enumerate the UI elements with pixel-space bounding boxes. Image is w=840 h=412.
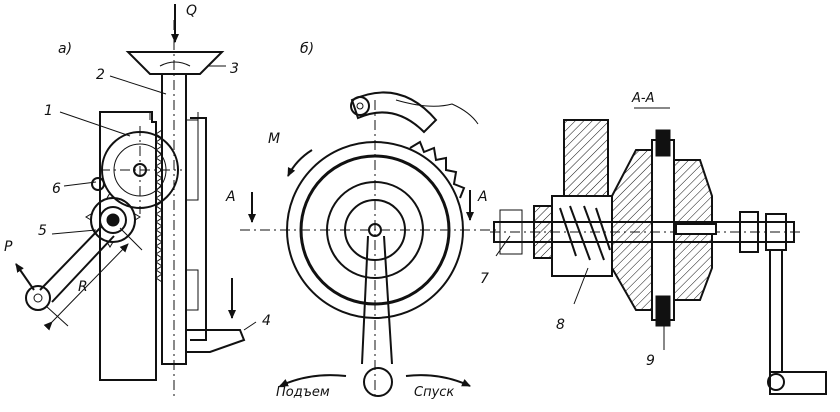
part-number-3: 3 xyxy=(230,61,239,77)
force-arrow-p xyxy=(15,263,35,291)
part-number-8: 8 xyxy=(556,317,565,333)
part-number-9: 9 xyxy=(646,353,655,369)
lift-arrow xyxy=(279,374,347,387)
hand-lever xyxy=(39,225,115,303)
lift-label: Подъем xyxy=(276,385,330,400)
radius-dimension xyxy=(43,243,129,331)
lower-arrow xyxy=(405,374,471,387)
part-number-4: 4 xyxy=(262,313,271,329)
ratchet-pawl xyxy=(350,91,438,134)
moment-label: M xyxy=(268,131,281,147)
part-number-1: 1 xyxy=(44,103,53,119)
view-a-jack xyxy=(15,4,257,400)
housing xyxy=(99,111,157,381)
part-number-2: 2 xyxy=(96,67,105,83)
part-number-7: 7 xyxy=(480,271,489,287)
view-b-label: б) xyxy=(300,41,315,57)
section-mark-right: А xyxy=(478,189,488,205)
view-a-label: а) xyxy=(58,41,73,57)
section-mark-left: А xyxy=(226,189,236,205)
view-b-ratchet xyxy=(240,91,500,400)
part-number-5: 5 xyxy=(38,223,47,239)
lower-claw xyxy=(185,329,246,353)
part-number-6: 6 xyxy=(52,181,61,197)
section-a-a xyxy=(490,107,827,395)
section-label: А-А xyxy=(632,91,655,106)
ratchet-teeth xyxy=(409,140,466,199)
force-p-label: P xyxy=(4,239,13,255)
ratchet-handle xyxy=(361,235,393,365)
ratchet-disk xyxy=(651,139,675,321)
load-cup xyxy=(125,51,225,75)
handle-knob xyxy=(363,367,393,397)
moment-arrow xyxy=(287,149,313,177)
force-q-label: Q xyxy=(186,3,198,19)
right-bearing xyxy=(739,211,759,253)
lower-label: Спуск xyxy=(414,385,455,400)
radius-label: R xyxy=(78,279,88,295)
crank-handle xyxy=(769,250,783,373)
